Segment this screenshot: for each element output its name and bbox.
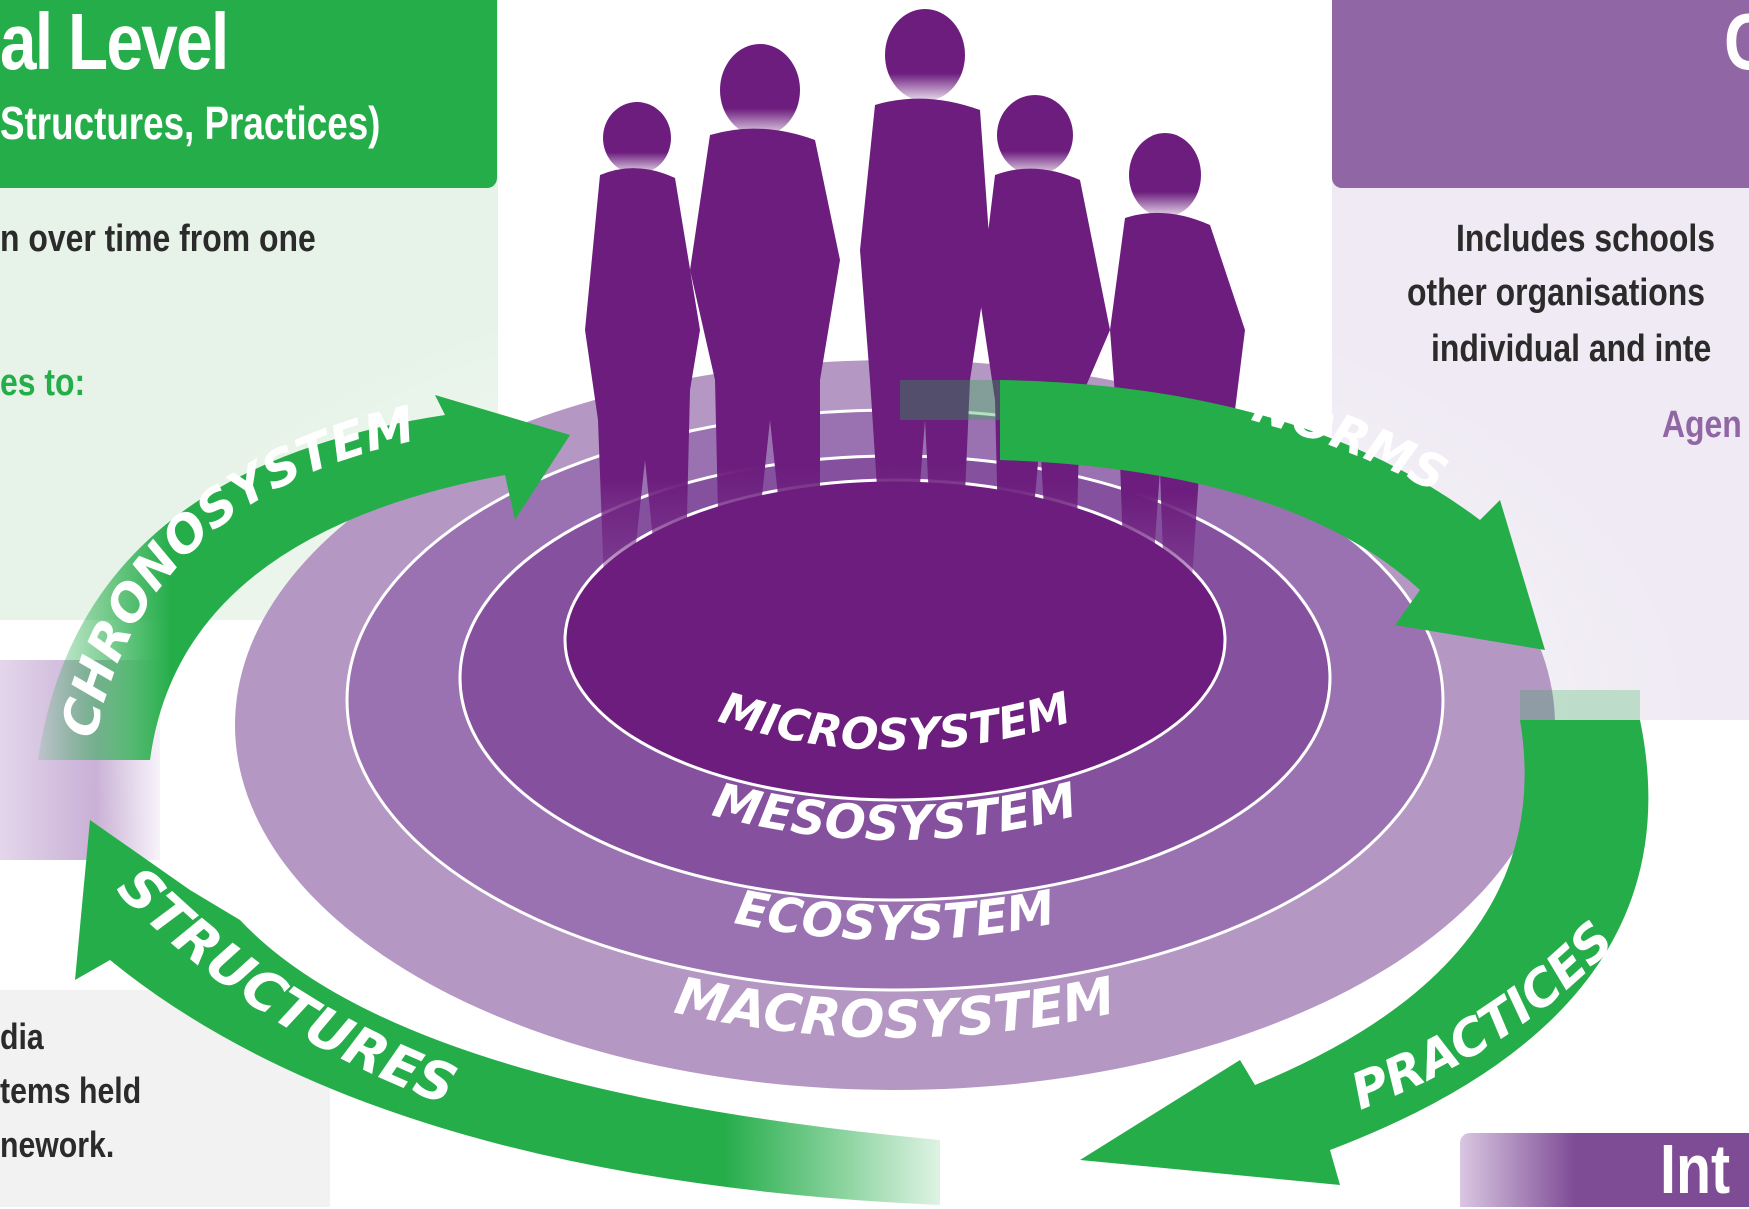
left-panel-green-text: es to:	[0, 362, 86, 404]
left-panel-text-line: n over time from one	[0, 218, 316, 260]
left-bottom-text-line-1: dia	[0, 1016, 44, 1057]
left-bottom-text-line-2: tems held	[0, 1070, 142, 1111]
right-panel-text-line-3: individual and inte	[1431, 328, 1712, 370]
right-panel-title: C	[1724, 0, 1749, 88]
right-panel-header: C	[1332, 0, 1749, 188]
individual-level-title: al Level	[0, 0, 229, 86]
right-panel-purple-text: Agen	[1662, 404, 1742, 446]
bottom-right-tab-title: Int	[1660, 1130, 1731, 1208]
figure-2-silhouette	[690, 44, 840, 611]
people-silhouettes	[585, 9, 1245, 616]
right-panel-text-line-2: other organisations	[1407, 272, 1705, 314]
left-bottom-text-line-3: nework.	[0, 1124, 115, 1165]
figure-1-silhouette	[585, 102, 700, 610]
individual-level-subtitle: Structures, Practices)	[0, 97, 381, 149]
figure-3-silhouette	[860, 9, 990, 616]
individual-level-header: al Level Structures, Practices)	[0, 0, 497, 188]
right-panel-text-line-1: Includes schools	[1456, 218, 1715, 260]
bottom-right-purple-tab: Int	[1460, 1130, 1749, 1208]
